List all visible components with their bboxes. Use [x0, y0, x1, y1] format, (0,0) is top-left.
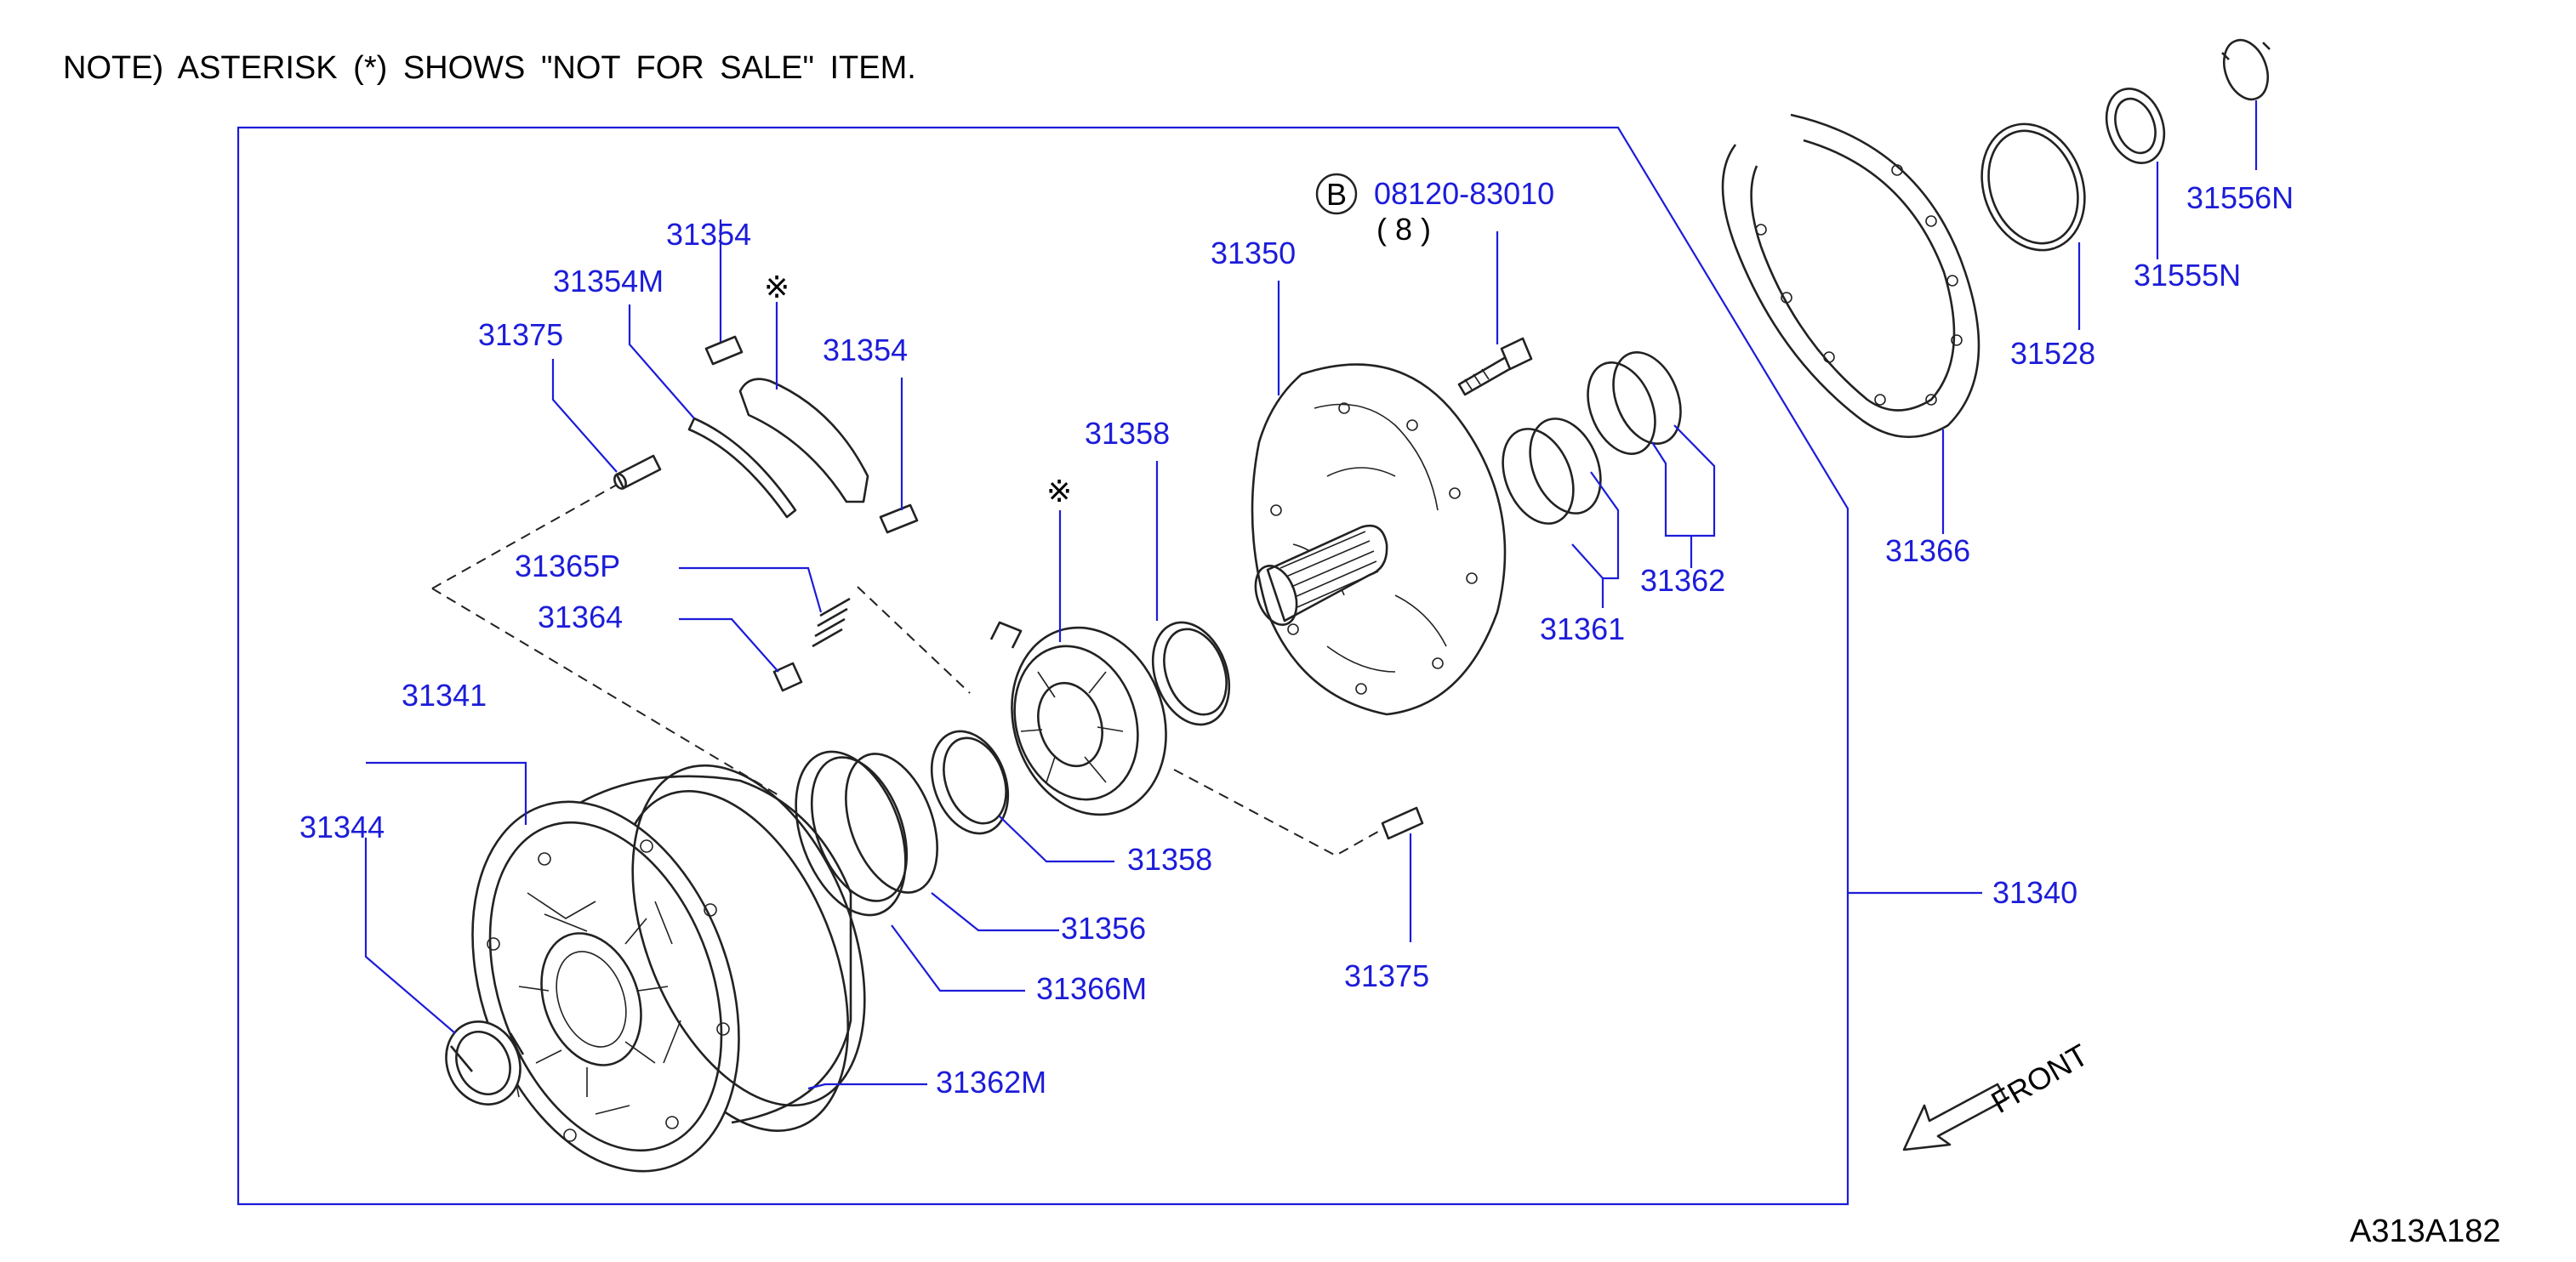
ring-31356-drawing [845, 753, 938, 894]
oil-seal-drawing [445, 1020, 525, 1106]
asterisk-mark-shoe: ※ [764, 270, 789, 304]
gasket-31366-drawing [1721, 113, 1980, 439]
front-label: FRONT [1986, 1037, 2094, 1120]
part-label-31344[interactable]: 31344 [299, 810, 385, 844]
dash-line-4 [1173, 769, 1383, 857]
leader-31375-top [551, 359, 618, 473]
part-label-31375-bottom[interactable]: 31375 [1344, 958, 1429, 993]
bolt-quantity: ( 8 ) [1376, 212, 1431, 247]
bolt-circle-letter: B [1326, 177, 1347, 212]
pump-cover-drawing [1251, 363, 1507, 716]
seal-31555N-drawing [2105, 88, 2166, 164]
part-label-31354M[interactable]: 31354M [553, 264, 664, 298]
part-label-31361[interactable]: 31361 [1540, 611, 1625, 646]
leader-31341 [366, 761, 527, 825]
part-label-31365P[interactable]: 31365P [515, 549, 620, 583]
dash-line-1 [431, 484, 618, 589]
part-label-31366[interactable]: 31366 [1885, 533, 1970, 568]
note-text: NOTE) ASTERISK (*) SHOWS "NOT FOR SALE" … [63, 50, 916, 86]
rotor-assembly-drawing [989, 621, 1167, 816]
part-label-31350[interactable]: 31350 [1211, 236, 1296, 270]
dash-line-3 [857, 586, 971, 694]
seal-rings-31361-drawing [1502, 418, 1602, 525]
reference-code: A313A182 [2350, 1214, 2501, 1249]
part-label-bolt[interactable]: 08120-83010 [1374, 176, 1554, 211]
part-label-31362M[interactable]: 31362M [936, 1065, 1046, 1100]
bolt-circle-badge [1315, 173, 1358, 215]
leader-31362M [807, 1083, 927, 1090]
o-ring-31362M-drawing [631, 764, 866, 1107]
part-label-31341[interactable]: 31341 [402, 678, 487, 713]
leader-31365P [679, 566, 823, 613]
part-label-31366M[interactable]: 31366M [1036, 971, 1147, 1006]
leader-31354M [628, 304, 695, 419]
leader-31361 [1571, 471, 1620, 608]
shoe-31354M-drawing [687, 417, 797, 519]
leader-31364 [679, 617, 779, 673]
part-label-31556N[interactable]: 31556N [2186, 180, 2294, 215]
pin-31375-top-drawing [613, 454, 662, 490]
ring-31366M-drawing [795, 750, 909, 917]
ring-31358-lower-drawing [930, 730, 1010, 835]
part-label-31358-bottom[interactable]: 31358 [1127, 842, 1212, 877]
spring-31365P-drawing [812, 597, 851, 648]
pin-31375-bottom-drawing [1381, 806, 1424, 840]
leader-31358-bottom [999, 816, 1114, 863]
snap-ring-31556N-drawing [2221, 38, 2271, 101]
seal-rings-31362-drawing [1587, 351, 1682, 455]
part-label-31354-right[interactable]: 31354 [823, 333, 908, 367]
seat-31364-drawing [772, 662, 803, 692]
key-31354-right-drawing [879, 503, 919, 534]
leader-31362 [1651, 424, 1716, 568]
part-label-31340[interactable]: 31340 [1992, 875, 2077, 910]
leader-31344 [364, 838, 456, 1034]
bolt-drawing [1457, 337, 1533, 396]
front-arrow-icon [1902, 1083, 2008, 1151]
leader-31356 [931, 892, 1059, 932]
part-label-31354-top[interactable]: 31354 [666, 217, 751, 252]
part-label-31555N[interactable]: 31555N [2134, 258, 2241, 293]
ring-31528-drawing [1980, 122, 2086, 252]
part-label-31528[interactable]: 31528 [2010, 336, 2095, 371]
part-label-31362[interactable]: 31362 [1640, 563, 1725, 598]
ring-31358-upper-drawing [1151, 621, 1231, 726]
assembly-frame [237, 126, 1849, 1206]
asterisk-mark-rotor: ※ [1046, 474, 1072, 509]
part-label-31375-top[interactable]: 31375 [478, 317, 563, 352]
key-31354-top-drawing [704, 335, 744, 366]
part-label-31356[interactable]: 31356 [1061, 911, 1146, 946]
part-label-31364[interactable]: 31364 [538, 600, 623, 634]
pivot-shoe-drawing [738, 378, 869, 503]
leader-31366M [891, 924, 1025, 992]
part-label-31358-top[interactable]: 31358 [1085, 416, 1170, 451]
